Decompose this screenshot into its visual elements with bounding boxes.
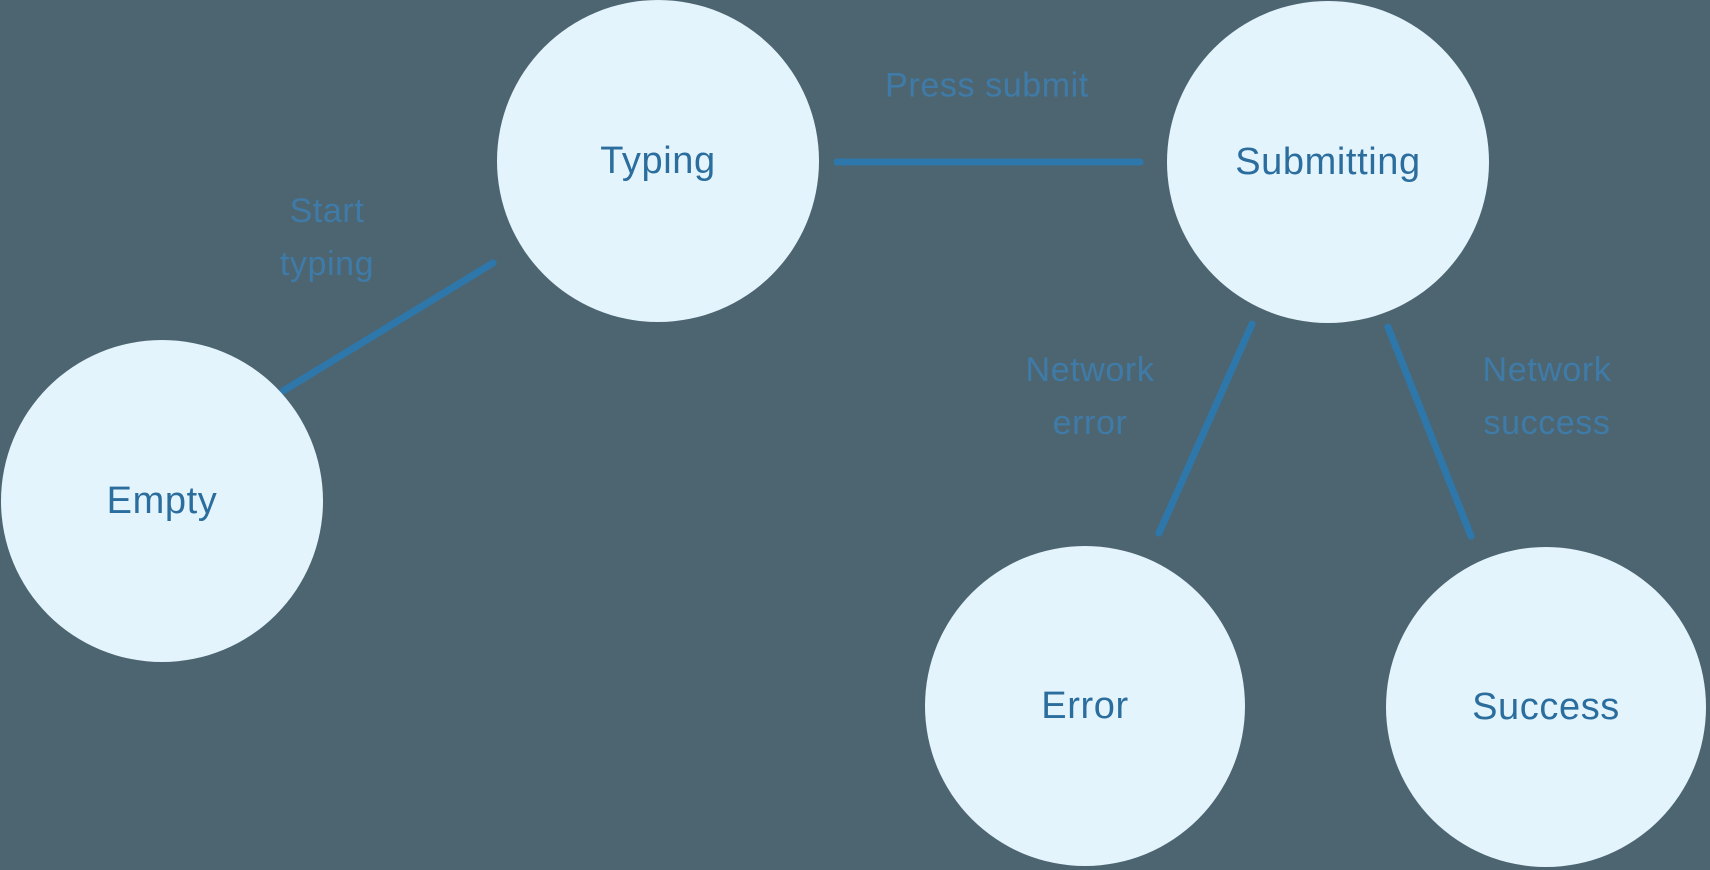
transition-arrow-submitting-to-error bbox=[1159, 320, 1256, 537]
transition-label-line: Network bbox=[1025, 351, 1155, 389]
transition-label-line: typing bbox=[279, 245, 375, 283]
state-node-label-error: Error bbox=[1041, 684, 1129, 727]
state-node-submitting: Submitting bbox=[1167, 1, 1489, 323]
transition-label-typing-to-submitting: Press submit bbox=[885, 60, 1089, 113]
state-node-label-success: Success bbox=[1472, 685, 1620, 728]
transition-label-empty-to-typing: Start typing bbox=[280, 185, 374, 291]
transition-label-line: error bbox=[1052, 404, 1128, 442]
state-node-empty: Empty bbox=[1, 340, 323, 662]
transition-label-line: Network bbox=[1482, 351, 1612, 389]
state-node-label-typing: Typing bbox=[600, 139, 716, 182]
transition-label-line: Press submit bbox=[885, 66, 1089, 105]
state-node-error: Error bbox=[925, 546, 1245, 866]
state-node-success: Success bbox=[1386, 547, 1706, 867]
state-node-typing: Typing bbox=[497, 0, 819, 322]
transition-arrow-empty-to-typing bbox=[279, 259, 497, 395]
state-node-label-empty: Empty bbox=[106, 479, 218, 522]
transition-label-line: success bbox=[1483, 404, 1611, 442]
transition-label-line: Start bbox=[289, 192, 365, 230]
transition-arrow-submitting-to-success bbox=[1384, 323, 1471, 540]
state-node-label-submitting: Submitting bbox=[1235, 140, 1421, 183]
transition-label-submitting-to-error: Network error bbox=[1026, 344, 1155, 450]
transition-label-submitting-to-success: Network success bbox=[1483, 344, 1612, 450]
